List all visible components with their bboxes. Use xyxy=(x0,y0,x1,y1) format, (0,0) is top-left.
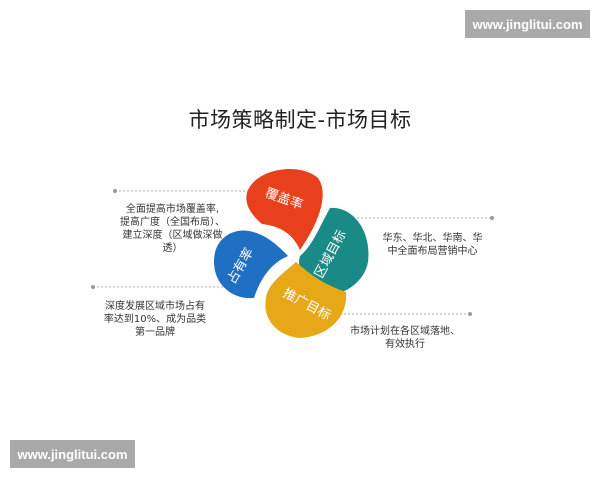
page-title: 市场策略制定-市场目标 xyxy=(188,108,412,132)
petal-share xyxy=(214,230,288,299)
note-regional: 华东、华北、华南、华 中全面布局营销中心 xyxy=(370,232,495,258)
petal-coverage xyxy=(246,168,323,250)
note-line: 华东、华北、华南、华 xyxy=(382,233,483,244)
note-line: 有效执行 xyxy=(385,339,425,350)
note-share: 深度发展区域市场占有 率达到10%、成为品类 第一品牌 xyxy=(95,300,215,339)
note-line: 深度发展区域市场占有 xyxy=(105,301,205,312)
note-line: 率达到10%、成为品类 xyxy=(103,314,207,325)
watermark-top: www.jinglitui.com xyxy=(465,10,590,38)
connector-dot xyxy=(91,285,95,289)
note-promotion: 市场计划在各区域落地、 有效执行 xyxy=(340,325,470,351)
note-line: 中全面布局营销中心 xyxy=(387,246,478,257)
note-line: 第一品牌 xyxy=(135,327,175,338)
petal-regional xyxy=(299,207,369,296)
petal-promotion xyxy=(265,262,347,338)
note-line: 全面提高市场覆盖率, xyxy=(125,204,220,215)
connector-dot xyxy=(468,312,472,316)
note-coverage: 全面提高市场覆盖率, 提高广度（全国布局）、 建立深度（区域做深做 透） xyxy=(110,203,235,255)
note-line: 建立深度（区域做深做 xyxy=(122,230,223,241)
note-line: 提高广度（全国布局）、 xyxy=(120,217,225,228)
connector-dot xyxy=(490,216,494,220)
note-line: 市场计划在各区域落地、 xyxy=(350,326,460,337)
connector-dot xyxy=(113,189,117,193)
watermark-bottom: www.jinglitui.com xyxy=(10,440,135,468)
note-line: 透） xyxy=(162,243,183,254)
